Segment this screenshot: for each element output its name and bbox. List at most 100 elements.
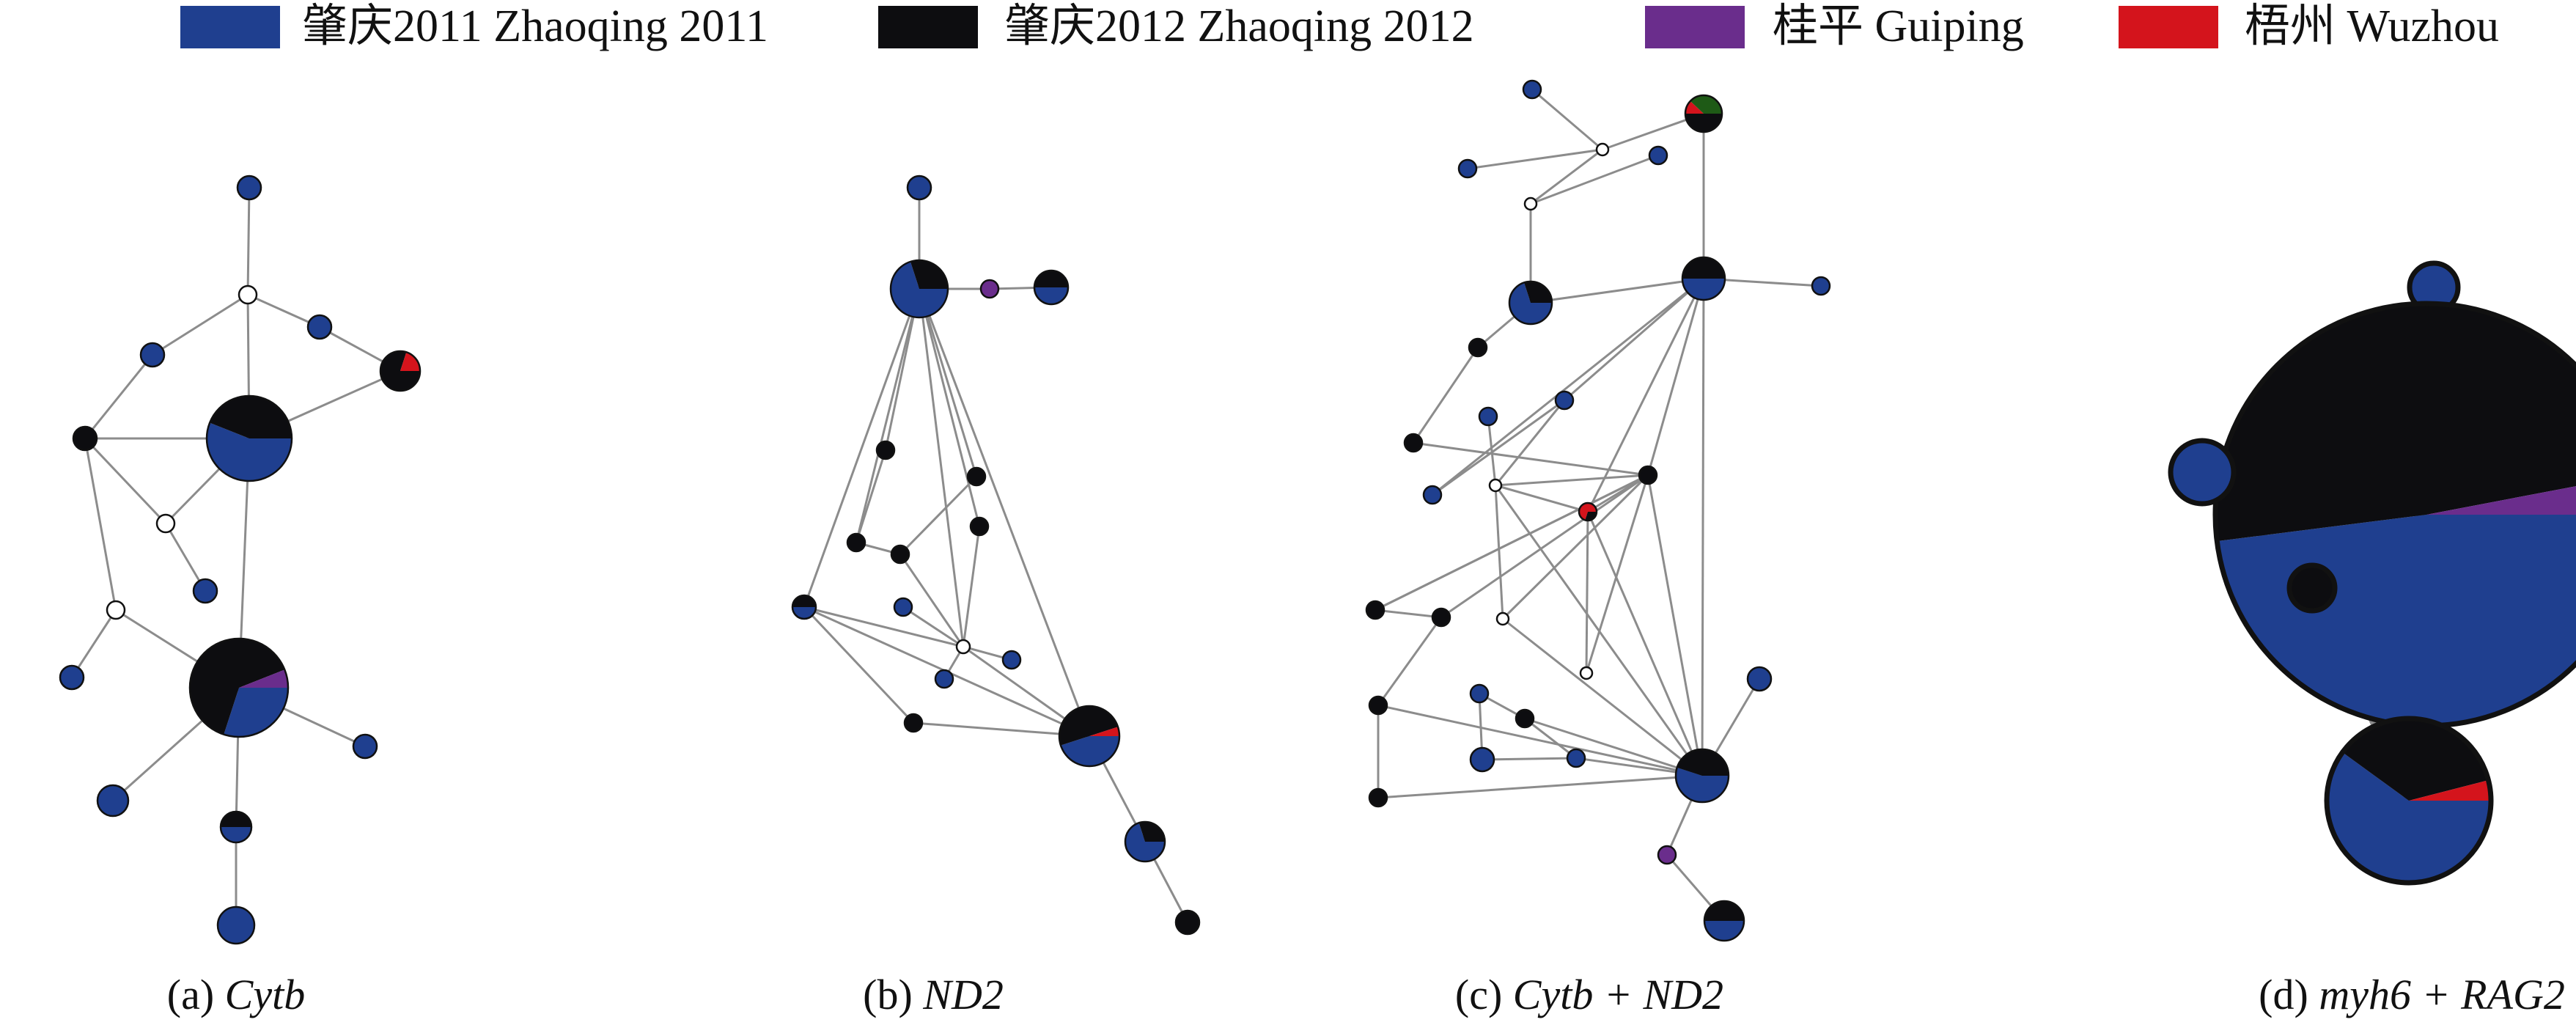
network-a-haplotype-13-slice-zq2011 [218, 907, 254, 944]
network-c-haplotype-24-outline [1674, 748, 1730, 804]
network-c-haplotype-18-slice-zq2012 [1516, 710, 1534, 727]
network-b-haplotype-10-slice-zq2011 [894, 598, 912, 616]
legend-label-zhaoqing-2011: 肇庆2011 Zhaoqing 2011 [302, 1, 768, 51]
network-c-haplotype-26-slice-zq2011 [1704, 921, 1744, 941]
network-d-haplotype-4-slice-zq2012 [2289, 565, 2335, 611]
network-a-haplotype-12-slice-zq2012 [221, 812, 251, 827]
network-c-haplotype-4-slice-zq2011 [1649, 147, 1667, 164]
network-a-haplotype-8-outline [59, 664, 85, 691]
network-b-median-vector-18 [955, 639, 971, 655]
network-a-haplotype-10 [352, 733, 378, 760]
network-c-edge-1-27 [1531, 88, 1603, 151]
network-c-haplotype-25-slice-guiping [1658, 846, 1676, 864]
network-c-edge-6-14 [1586, 278, 1705, 512]
network-c-median-vector-28 [1523, 196, 1538, 211]
network-b-nodes [791, 174, 1201, 936]
network-c-edge-29-14 [1495, 484, 1589, 513]
network-b-haplotype-3-outline [979, 279, 1000, 299]
network-b-haplotype-2-outline [889, 259, 949, 319]
network-c-haplotype-9 [1478, 406, 1498, 427]
network-b-haplotype-2-slice-zq2012 [910, 260, 948, 289]
network-c-edge-14-24 [1586, 511, 1704, 776]
network-c-haplotype-26-slice-zq2012 [1704, 901, 1744, 921]
network-b-haplotype-5 [875, 440, 896, 460]
network-a-haplotype-7-outline [192, 578, 218, 604]
network-d-haplotype-2-slice-zq2012 [2215, 303, 2576, 542]
network-a-haplotype-5-outline [72, 425, 98, 452]
network-c-edges [1375, 88, 1822, 922]
network-c-edge-29-30 [1494, 485, 1504, 620]
legend-item-wuzhou: 梧州 Wuzhou [2119, 1, 2499, 51]
network-a-edge-5-16 [84, 437, 167, 525]
legend-swatch-guiping [1645, 6, 1745, 48]
network-c-haplotype-20-slice-zq2011 [1748, 667, 1771, 691]
network-b-haplotype-16-slice-zq2011 [1125, 823, 1165, 862]
network-c-haplotype-11-slice-zq2012 [1405, 434, 1422, 452]
network-b-haplotype-16 [1124, 820, 1166, 863]
network-d-haplotype-5 [2324, 716, 2494, 886]
network-a-median-vector-17 [106, 600, 126, 620]
network-panel-c [1365, 79, 1831, 942]
network-d-haplotype-4-outline [2286, 562, 2338, 614]
network-d-haplotype-5-slice-zq2011 [2327, 752, 2491, 883]
legend-swatch-wuzhou [2119, 6, 2218, 48]
network-a-haplotype-10-outline [352, 733, 378, 760]
network-c-haplotype-1 [1522, 79, 1542, 100]
network-d-haplotype-3 [2168, 438, 2237, 507]
network-c-haplotype-2-slice-other [1690, 95, 1722, 114]
network-b-haplotype-16-slice-zq2012 [1138, 822, 1165, 842]
network-b-haplotype-8-slice-zq2012 [971, 518, 988, 535]
network-b-edge-2-8 [918, 288, 981, 527]
network-c-haplotype-17-slice-zq2011 [1471, 685, 1488, 702]
network-c-haplotype-9-outline [1478, 406, 1498, 427]
network-c-haplotype-24-slice-zq2011 [1676, 767, 1729, 802]
caption-d: (d) myh6 + RAG2 [2259, 971, 2565, 1018]
network-panel-a [59, 174, 422, 945]
network-c-nodes [1365, 79, 1831, 942]
legend-item-guiping: 桂平 Guiping [1645, 1, 2024, 51]
network-a-median-vector-17-dot [106, 600, 126, 620]
network-c-haplotype-17 [1469, 683, 1490, 704]
network-d-haplotype-5-outline [2324, 716, 2494, 886]
network-c-edge-12-31 [1585, 474, 1649, 674]
network-b-haplotype-11-slice-zq2012 [792, 595, 816, 607]
network-panel-d [2168, 260, 2576, 886]
legend-swatch-zhaoqing-2011 [180, 6, 280, 48]
network-c-haplotype-14-slice-zq2012 [1585, 512, 1597, 521]
legend-label-guiping: 桂平 Guiping [1773, 1, 2024, 51]
network-c-edge-6-24 [1701, 278, 1705, 776]
network-b-edge-2-6 [918, 288, 978, 477]
network-c-haplotype-1-slice-zq2011 [1523, 81, 1541, 98]
network-c-haplotype-21 [1566, 748, 1586, 768]
network-b-haplotype-8 [969, 516, 990, 537]
network-b-edge-11-18 [803, 606, 964, 648]
caption-c: (c) Cytb + ND2 [1455, 971, 1723, 1018]
network-a-haplotype-2 [139, 342, 166, 368]
network-a-haplotype-5 [72, 425, 98, 452]
network-c-haplotype-7 [1811, 276, 1831, 296]
network-b-haplotype-7-slice-zq2012 [847, 534, 865, 551]
network-b-haplotype-6-outline [966, 466, 987, 487]
caption-d-prefix: (d) [2259, 971, 2319, 1018]
network-c-haplotype-10 [1554, 390, 1575, 411]
network-c-edge-5-6 [1530, 277, 1704, 304]
caption-c-prefix: (c) [1455, 971, 1513, 1018]
network-c-haplotype-5-outline [1508, 280, 1553, 326]
network-c-haplotype-6-outline [1681, 256, 1726, 301]
network-d-haplotype-2-slice-guiping [2426, 486, 2576, 515]
network-c-haplotype-15 [1365, 600, 1385, 620]
caption-b: (b) ND2 [863, 971, 1004, 1018]
network-b-edge-2-11 [803, 288, 921, 608]
network-c-median-vector-27-dot [1595, 142, 1610, 157]
network-c-haplotype-2-slice-wuzhou [1685, 100, 1704, 114]
network-c-edge-13-6 [1432, 277, 1704, 496]
network-c-edge-6-12 [1646, 278, 1705, 476]
network-c-haplotype-16-outline [1431, 607, 1451, 628]
network-c-haplotype-23 [1368, 787, 1388, 808]
network-b-haplotype-6-slice-zq2012 [968, 468, 985, 485]
network-c-edge-10-6 [1564, 277, 1704, 402]
network-b-haplotype-17-outline [1174, 909, 1201, 936]
network-c-haplotype-17-outline [1469, 683, 1490, 704]
network-c-edge-15-12 [1375, 474, 1649, 611]
network-c-haplotype-12-slice-zq2012 [1639, 466, 1657, 484]
